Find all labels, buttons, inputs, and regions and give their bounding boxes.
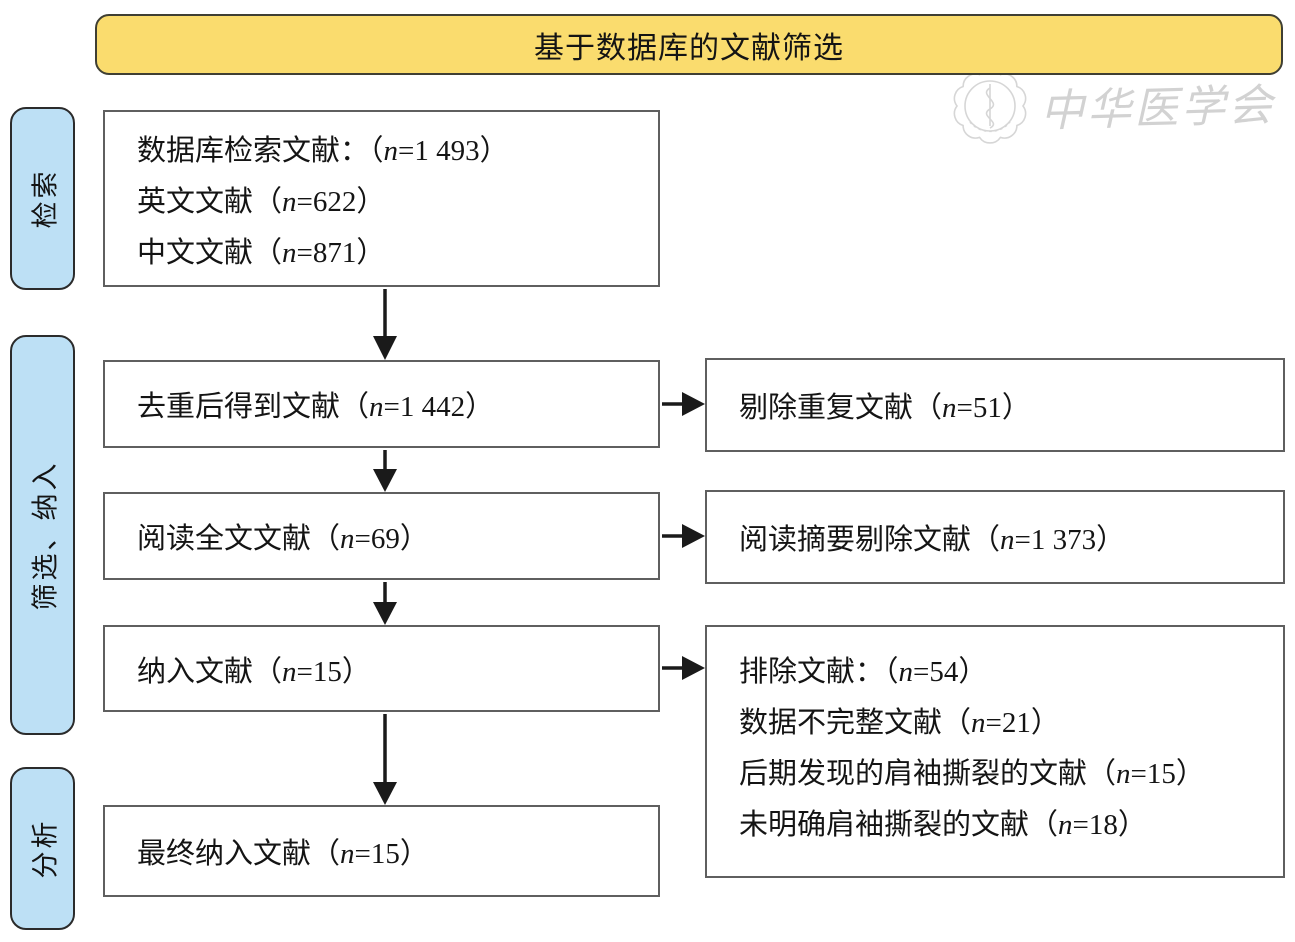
stage-label-search-text: 检索 — [30, 168, 60, 229]
cma-logo-watermark — [953, 68, 1027, 144]
box-abstract-excluded-text: 阅读摘要剔除文献（n=1 373） — [739, 524, 1126, 556]
box-duplicates-removed: 剔除重复文献（n=51） — [705, 358, 1285, 452]
box-excluded-line3: 后期发现的肩袖撕裂的文献（n=15） — [739, 758, 1205, 790]
watermark: 中华医学会 — [948, 64, 1276, 148]
box-full-text-read: 阅读全文文献（n=69） — [103, 492, 660, 580]
arrowhead-right-2 — [682, 524, 705, 548]
arrowhead-down-3 — [373, 602, 397, 625]
box-records-identified-line3: 中文文献（n=871） — [137, 237, 386, 269]
arrowhead-right-1 — [682, 392, 705, 416]
stage-label-analysis: 分析 — [10, 767, 75, 930]
box-excluded-line4: 未明确肩袖撕裂的文献（n=18） — [739, 809, 1147, 841]
box-excluded-line1: 排除文献：（n=54） — [739, 656, 988, 688]
stage-label-screen-include-text: 筛选、纳入 — [30, 460, 60, 610]
arrowhead-down-1 — [373, 336, 397, 360]
box-included: 纳入文献（n=15） — [103, 625, 660, 712]
box-after-deduplication-text: 去重后得到文献（n=1 442） — [137, 391, 495, 423]
box-excluded-reasons: 排除文献：（n=54） 数据不完整文献（n=21） 后期发现的肩袖撕裂的文献（n… — [705, 625, 1285, 878]
diagram-title: 基于数据库的文献筛选 — [95, 14, 1283, 75]
box-records-identified-line2: 英文文献（n=622） — [137, 186, 386, 218]
box-included-text: 纳入文献（n=15） — [137, 655, 371, 688]
arrowhead-down-4 — [373, 782, 397, 805]
box-after-deduplication: 去重后得到文献（n=1 442） — [103, 360, 660, 448]
stage-label-search: 检索 — [10, 107, 75, 290]
box-duplicates-removed-text: 剔除重复文献（n=51） — [739, 392, 1031, 424]
box-abstract-excluded: 阅读摘要剔除文献（n=1 373） — [705, 490, 1285, 584]
box-records-identified-line1: 数据库检索文献：（n=1 493） — [137, 135, 509, 167]
box-excluded-line2: 数据不完整文献（n=21） — [739, 707, 1060, 739]
watermark-org-name: 中华医学会 — [1039, 80, 1276, 137]
box-final-included: 最终纳入文献（n=15） — [103, 805, 660, 897]
stage-label-analysis-text: 分析 — [30, 818, 60, 879]
box-final-included-text: 最终纳入文献（n=15） — [137, 838, 429, 870]
stage-label-screen-include: 筛选、纳入 — [10, 335, 75, 735]
arrowhead-down-2 — [373, 469, 397, 492]
arrowhead-right-3 — [682, 656, 705, 680]
box-full-text-read-text: 阅读全文文献（n=69） — [137, 523, 429, 555]
box-records-identified: 数据库检索文献：（n=1 493） 英文文献（n=622） 中文文献（n=871… — [103, 110, 660, 287]
